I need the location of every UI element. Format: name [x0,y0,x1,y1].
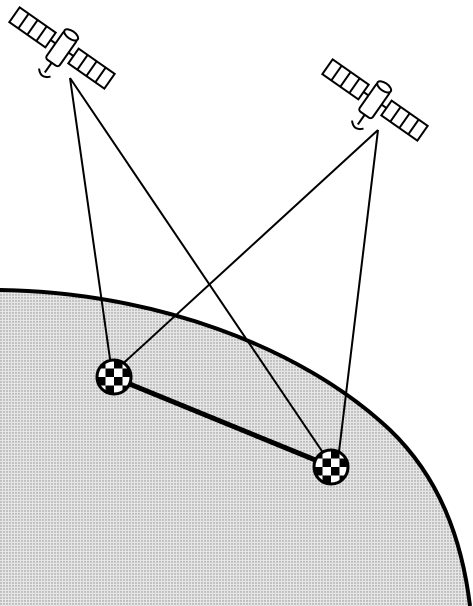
satellite-2 [308,50,434,161]
ground-station-2 [314,450,348,484]
satellite-icon [308,50,434,161]
ground-station-1 [97,360,131,394]
checkered-marker-icon [97,360,131,394]
satellite-icon [0,0,121,109]
satellite-1 [0,0,121,109]
link-sat2-station1 [116,130,378,370]
checkered-marker-icon [314,450,348,484]
